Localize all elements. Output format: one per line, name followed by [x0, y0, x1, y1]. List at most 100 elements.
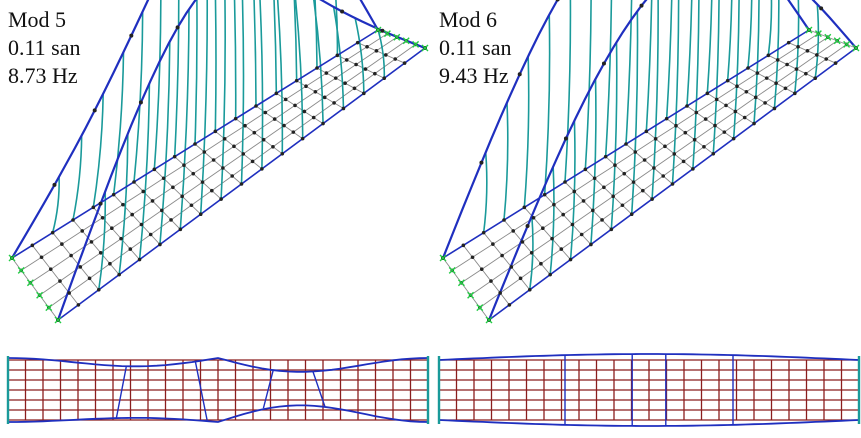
hanger-cable: [590, 78, 597, 245]
mesh-node: [793, 91, 797, 96]
hanger-cable: [549, 166, 555, 275]
plan-cross-member: [194, 360, 208, 421]
mesh-node: [117, 272, 121, 277]
mesh-node: [794, 67, 799, 71]
mesh-node: [200, 180, 205, 184]
mesh-node: [735, 84, 739, 89]
mesh-node: [529, 251, 534, 255]
mesh-node: [589, 242, 593, 247]
arch-node: [340, 9, 345, 14]
mesh-node: [541, 226, 545, 231]
mesh-node: [239, 182, 244, 186]
hanger-cable: [377, 28, 386, 79]
deck-transverse-line: [564, 181, 612, 230]
hanger-cable: [482, 152, 488, 233]
mesh-node: [489, 279, 493, 283]
mesh-node: [559, 247, 564, 251]
deck-transverse-line: [605, 156, 653, 200]
arch-node: [563, 136, 568, 141]
plan-cross-member: [115, 365, 128, 419]
support-icon: [412, 40, 420, 48]
mesh-node: [393, 57, 398, 61]
mesh-node: [160, 208, 164, 213]
mesh-node: [470, 255, 475, 260]
mode-6-panel: Mod 6 0.11 san 9.43 Hz: [431, 0, 861, 438]
mesh-node: [753, 95, 758, 100]
mesh-node: [352, 86, 357, 91]
mode-6-isometric-view: [439, 0, 860, 324]
mesh-node: [763, 101, 767, 105]
mesh-node: [193, 142, 197, 146]
mesh-node: [539, 261, 543, 266]
mesh-node: [703, 117, 708, 121]
deck-transverse-line: [707, 92, 755, 124]
mesh-node: [804, 71, 808, 76]
arch-node: [555, 0, 560, 2]
mesh-node: [96, 287, 101, 292]
support-icon: [54, 316, 62, 324]
deck-transverse-line: [503, 219, 551, 275]
mesh-node: [600, 218, 604, 222]
hanger-cable: [584, 0, 592, 170]
mesh-node: [520, 240, 525, 244]
arch-node: [479, 160, 484, 165]
mesh-node: [591, 208, 595, 213]
mesh-node: [672, 152, 677, 156]
hanger-cable: [294, 0, 304, 139]
mesh-node: [300, 136, 305, 141]
plan-cross-member: [312, 370, 326, 407]
mesh-node: [213, 129, 218, 134]
mesh-node: [502, 218, 506, 222]
mesh-node: [152, 167, 157, 172]
mesh-node: [344, 58, 349, 62]
support-icon: [843, 40, 851, 48]
mesh-node: [633, 150, 638, 154]
mesh-node: [622, 171, 627, 176]
hanger-cable: [92, 93, 104, 208]
hanger-cable: [671, 0, 680, 185]
hanger-cable: [118, 133, 129, 275]
mesh-node: [382, 76, 387, 81]
deck-transverse-line: [174, 156, 222, 200]
support-icon: [448, 266, 456, 274]
mesh-node: [283, 97, 288, 102]
plan-deck-grid: [438, 359, 860, 421]
mesh-node: [653, 137, 658, 141]
mesh-node: [796, 44, 800, 49]
support-icon: [457, 279, 465, 287]
mesh-node: [548, 272, 552, 277]
mesh-node: [128, 247, 133, 251]
mesh-node: [294, 78, 299, 83]
mesh-node: [611, 194, 615, 199]
mesh-node: [550, 236, 554, 241]
hanger-cable: [72, 135, 83, 221]
mesh-node: [254, 104, 258, 108]
mesh-node: [752, 121, 756, 126]
mesh-node: [481, 230, 486, 235]
mesh-node: [274, 91, 279, 96]
mesh-node: [333, 76, 338, 80]
hanger-cable: [503, 102, 509, 221]
mesh-node: [775, 58, 780, 62]
mesh-node: [498, 291, 502, 295]
mesh-node: [620, 203, 625, 208]
mesh-node: [572, 189, 577, 194]
deck-transverse-line: [544, 194, 592, 245]
mesh-node: [603, 154, 608, 159]
mesh-node: [685, 104, 689, 108]
deck-transverse-line: [31, 245, 79, 306]
mesh-node: [641, 188, 645, 193]
arch-rib-right: [56, 0, 426, 321]
mesh-node: [230, 174, 234, 178]
mesh-node: [50, 230, 55, 235]
mesh-node: [354, 62, 358, 67]
mesh-node: [148, 232, 153, 237]
hanger-cable: [276, 0, 284, 154]
mesh-node: [313, 89, 318, 94]
hanger-cable: [220, 0, 226, 200]
mesh-node: [76, 303, 81, 307]
mesh-node: [552, 202, 556, 207]
mesh-node: [674, 123, 678, 128]
hanger-cable: [523, 56, 530, 208]
mesh-node: [624, 142, 628, 146]
